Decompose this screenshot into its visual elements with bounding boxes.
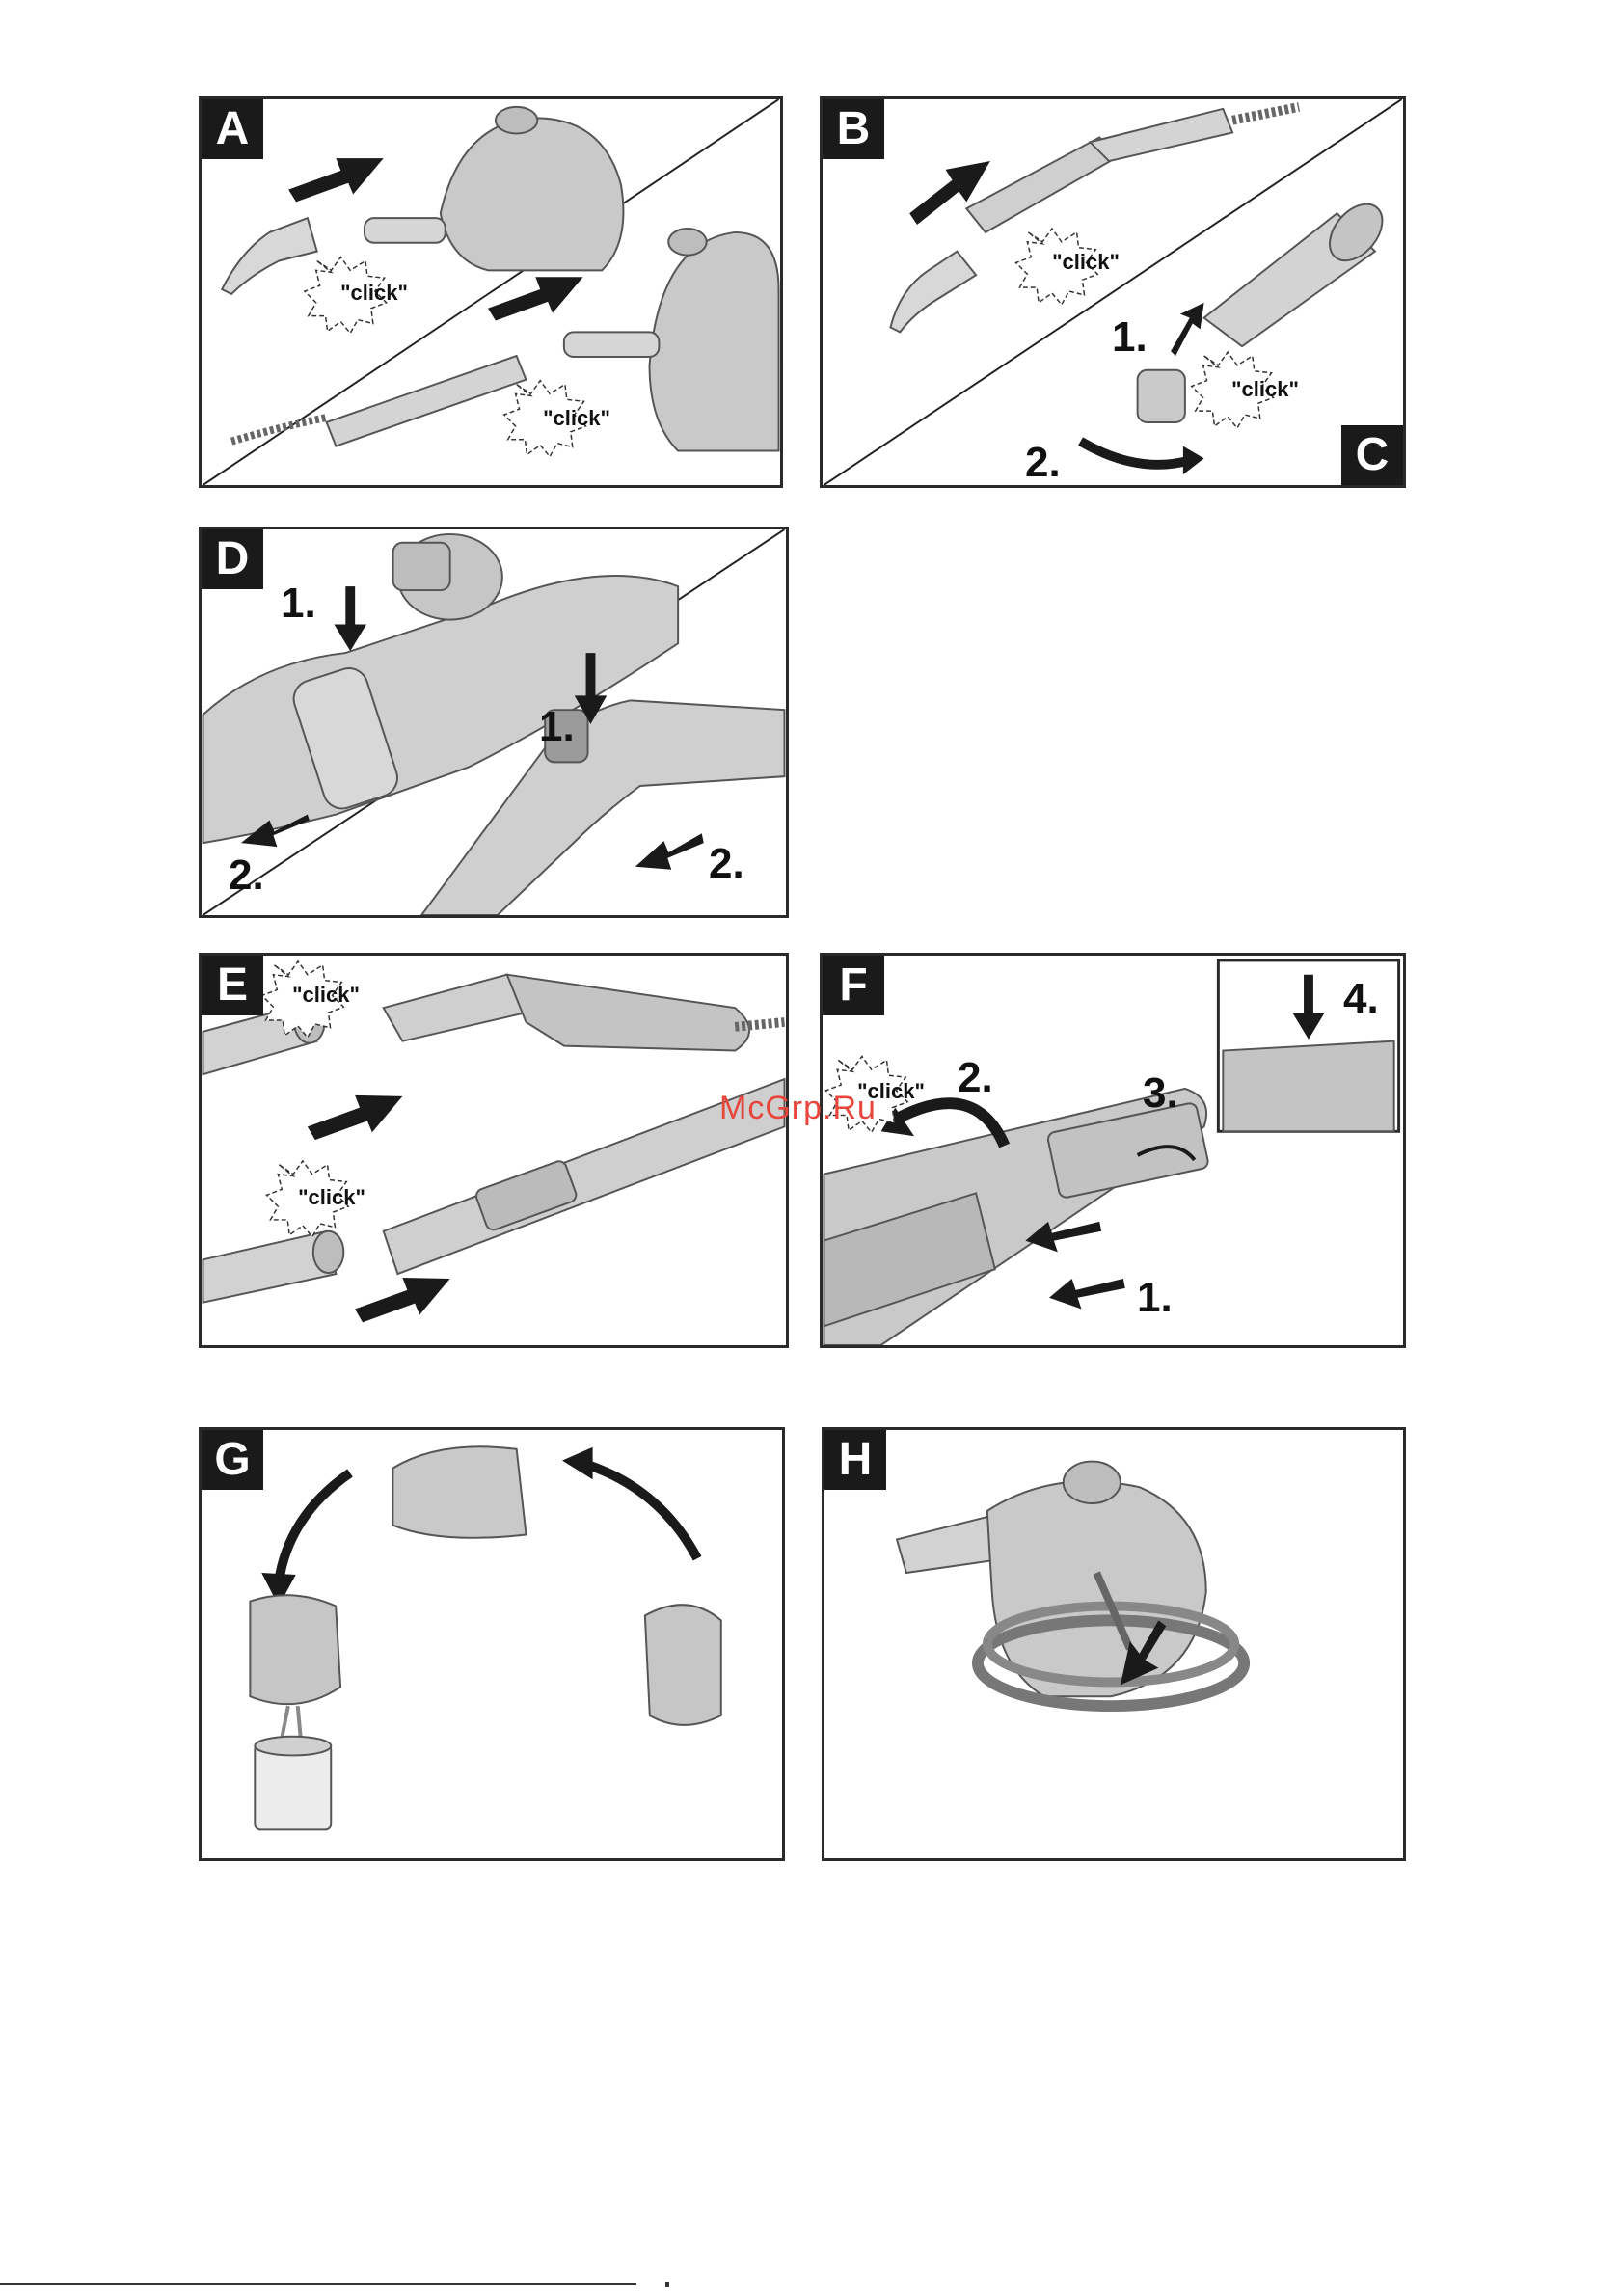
- bottom-rule: [0, 2283, 636, 2285]
- panel-e: E "click" "click": [199, 953, 789, 1348]
- arrow-icon: [308, 1095, 403, 1140]
- step-number: 1.: [1112, 313, 1148, 362]
- step-number: 4.: [1343, 975, 1379, 1023]
- arrow-icon: [334, 586, 365, 651]
- panel-g: G: [199, 1427, 785, 1861]
- panel-label: C: [1341, 425, 1403, 485]
- panel-d: D 1. 1. 2. 2.: [199, 527, 789, 918]
- step-number: 2.: [958, 1054, 993, 1102]
- click-label: "click": [1212, 377, 1318, 402]
- panel-a: A "click" "click": [199, 96, 783, 488]
- click-label: "click": [1033, 250, 1139, 275]
- panel-label: H: [824, 1430, 886, 1490]
- click-label: "click": [273, 983, 379, 1008]
- click-label: "click": [279, 1185, 385, 1210]
- steam-nozzle-attach-illustration: [202, 99, 780, 485]
- panel-label: E: [202, 956, 263, 1015]
- arrow-icon: [635, 833, 704, 869]
- panel-label: D: [202, 529, 263, 589]
- extension-tube-attach-illustration: [202, 956, 786, 1345]
- step-number: 1.: [281, 580, 316, 628]
- panel-f: F "click" 1. 2. 3. 4.: [820, 953, 1406, 1348]
- step-number: 1.: [539, 703, 575, 751]
- cloth-attach-illustration: [823, 956, 1403, 1345]
- extension-nozzle-attach-illustration: [823, 99, 1403, 485]
- panel-label: F: [823, 956, 884, 1015]
- step-number: 2.: [709, 840, 744, 888]
- watermark: McGrp.Ru: [719, 1090, 877, 1127]
- arrow-icon: [355, 1278, 450, 1322]
- panel-h: H: [822, 1427, 1406, 1861]
- arrow-icon: [1183, 446, 1204, 475]
- arrow-icon: [562, 1447, 593, 1480]
- panel-label: G: [202, 1430, 263, 1490]
- click-label: "click": [321, 281, 427, 306]
- arrow-icon: [1171, 303, 1203, 356]
- panel-label: B: [823, 99, 884, 159]
- panel-b-c: B C "click" "click" 1. 2.: [820, 96, 1406, 488]
- panel-label: A: [202, 99, 263, 159]
- click-label: "click": [524, 406, 630, 431]
- arrow-icon: [1049, 1279, 1125, 1310]
- step-number: 3.: [1143, 1069, 1178, 1118]
- step-number: 2.: [229, 851, 264, 900]
- cable-storage-illustration: [824, 1430, 1403, 1858]
- step-number: 1.: [1137, 1274, 1173, 1322]
- empty-water-tank-illustration: [202, 1430, 782, 1858]
- bottom-tick: [665, 2282, 669, 2287]
- step-number: 2.: [1025, 439, 1061, 487]
- arrow-icon: [288, 158, 384, 202]
